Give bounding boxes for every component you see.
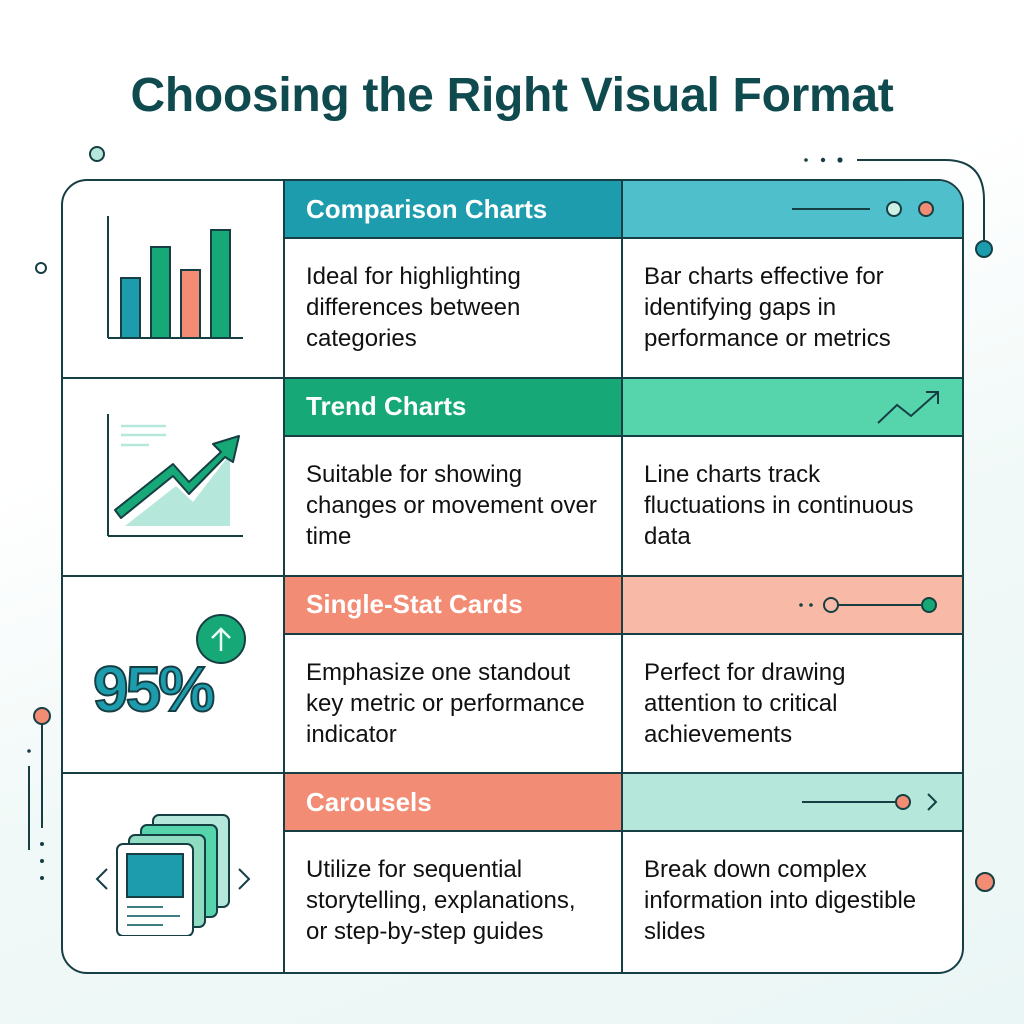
icon-cell — [63, 378, 285, 577]
stat-value: 95% — [92, 652, 216, 726]
row-detail: Bar charts effective for identifying gap… — [644, 263, 891, 352]
single-stat-primary: Single-Stat Cards Emphasize one standout… — [285, 576, 623, 775]
row-header-decor — [623, 378, 962, 437]
row-header-decor — [623, 774, 962, 833]
carousels-primary: Carousels Utilize for sequential storyte… — [285, 774, 623, 972]
icon-cell: 95% — [63, 576, 285, 775]
slider-dots-icon — [799, 596, 937, 613]
format-table: Comparison Charts Ideal for highlighting… — [61, 179, 964, 974]
row-detail: Perfect for drawing attention to critica… — [644, 658, 846, 748]
row-header: Comparison Charts — [285, 181, 621, 239]
single-stat-icon: 95% — [92, 614, 253, 734]
icon-cell — [63, 774, 285, 972]
arrow-up-icon — [196, 614, 246, 665]
row-header: Trend Charts — [285, 378, 621, 437]
row-heading: Comparison Charts — [306, 193, 548, 224]
bar-chart-icon — [107, 216, 243, 340]
row-detail: Line charts track fluctuations in contin… — [644, 460, 914, 550]
comparison-charts-primary: Comparison Charts Ideal for highlighting… — [285, 181, 623, 379]
row-heading: Trend Charts — [306, 391, 467, 422]
carousel-icon — [95, 813, 251, 936]
row-header: Single-Stat Cards — [285, 576, 621, 635]
icon-cell — [63, 181, 285, 379]
row-description: Suitable for showing changes or movement… — [306, 460, 597, 550]
trend-chart-icon — [107, 414, 243, 538]
row-description: Emphasize one standout key metric or per… — [306, 658, 585, 748]
row-heading: Carousels — [306, 786, 432, 817]
line-dot-chevron-icon — [802, 793, 938, 811]
row-header: Carousels — [285, 774, 621, 833]
row-heading: Single-Stat Cards — [306, 589, 523, 619]
trend-charts-primary: Trend Charts Suitable for showing change… — [285, 378, 623, 577]
trend-arrow-icon — [877, 390, 939, 424]
trend-charts-detail: Line charts track fluctuations in contin… — [623, 378, 962, 577]
single-stat-detail: Perfect for drawing attention to critica… — [623, 576, 962, 775]
row-header-decor — [623, 576, 962, 635]
carousels-detail: Break down complex information into dige… — [623, 774, 962, 972]
row-description: Utilize for sequential storytelling, exp… — [306, 856, 576, 946]
comparison-charts-detail: Bar charts effective for identifying gap… — [623, 181, 962, 379]
line-with-two-dots-icon — [792, 201, 934, 217]
page-title: Choosing the Right Visual Format — [130, 69, 894, 122]
row-detail: Break down complex information into dige… — [644, 856, 917, 946]
row-description: Ideal for highlighting differences betwe… — [306, 263, 521, 352]
row-header-decor — [623, 181, 962, 239]
